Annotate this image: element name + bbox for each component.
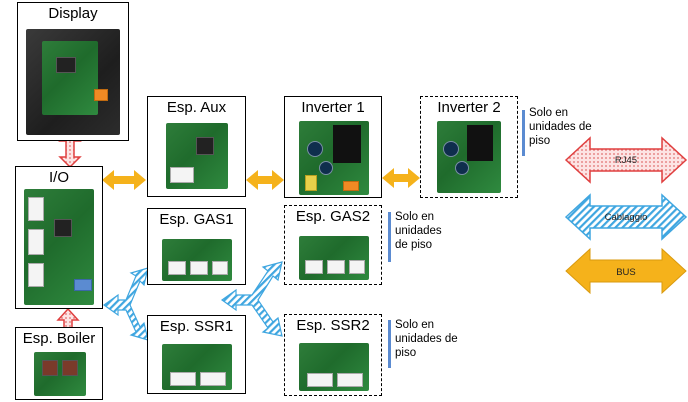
inverter2-note-line: unidades de [529, 121, 592, 133]
inverter1-board-image [299, 121, 369, 195]
gas2-box: Esp. GAS2 [284, 205, 382, 285]
gas1-title: Esp. GAS1 [159, 211, 234, 228]
gas1-box: Esp. GAS1 [147, 208, 246, 285]
ssr2-note-bar [388, 320, 391, 368]
ssr2-board-image [299, 343, 369, 391]
ssr1-board-image [162, 344, 232, 390]
gas2-board-image [299, 236, 369, 280]
legend-rj45: RJ45 [564, 136, 688, 184]
io-title: I/O [48, 169, 69, 186]
inverter2-note-bar [522, 110, 525, 156]
ssr1-box: Esp. SSR1 [147, 315, 246, 394]
gas2-note-bar [388, 212, 391, 262]
inverter2-box: Inverter 2 [420, 96, 518, 198]
display-board-image [26, 29, 120, 135]
ssr2-title: Esp. SSR2 [296, 317, 370, 334]
gas2-title: Esp. GAS2 [295, 208, 371, 225]
io-box: I/O [15, 166, 103, 309]
inverter2-note: Solo en unidades de piso [529, 106, 592, 148]
aux-board-image [166, 123, 228, 189]
inverter2-note-line: piso [529, 135, 551, 147]
bus-link-aux-inverter1 [246, 170, 284, 190]
legend-rj45-label: RJ45 [615, 155, 637, 166]
boiler-box: Esp. Boiler [15, 327, 103, 400]
gas1-board-image [162, 239, 232, 281]
cable-link-gas2-ssr2 [220, 261, 283, 337]
legend-rj45-arrow [564, 136, 688, 184]
ssr2-box: Esp. SSR2 [284, 314, 382, 396]
ssr2-note-line: piso [395, 347, 417, 359]
inverter1-title: Inverter 1 [301, 99, 365, 116]
legend-cable-arrow [564, 193, 688, 241]
legend-cable-label: Cablaggio [605, 212, 648, 223]
cable-link-io-gas1-ssr1 [102, 267, 149, 341]
aux-box: Esp. Aux [147, 96, 246, 197]
bus-link-io-aux [102, 170, 146, 190]
io-board-image [24, 189, 94, 305]
ssr1-title: Esp. SSR1 [159, 318, 234, 335]
gas2-note-line: de piso [395, 239, 433, 251]
ssr2-note-line: unidades de [395, 333, 458, 345]
inverter2-board-image [437, 121, 501, 193]
boiler-title: Esp. Boiler [22, 330, 96, 347]
display-box: Display [17, 2, 129, 141]
inverter1-box: Inverter 1 [284, 96, 382, 198]
boiler-board-image [34, 352, 86, 396]
gas2-note-line: Solo en [395, 211, 435, 223]
bus-link-inverter1-inverter2 [382, 168, 420, 188]
legend-bus: BUS [565, 247, 687, 295]
ssr2-note-line: Solo en [395, 319, 435, 331]
ssr2-note: Solo en unidades de piso [395, 318, 458, 360]
gas2-note-line: unidades [395, 225, 442, 237]
gas2-note: Solo en unidades de piso [395, 210, 442, 252]
legend-cable: Cablaggio [564, 193, 688, 241]
display-title: Display [48, 5, 98, 22]
legend-bus-label: BUS [616, 267, 636, 278]
legend-bus-arrow [565, 247, 687, 295]
aux-title: Esp. Aux [166, 99, 227, 116]
inverter2-title: Inverter 2 [437, 99, 501, 116]
inverter2-note-line: Solo en [529, 107, 569, 119]
